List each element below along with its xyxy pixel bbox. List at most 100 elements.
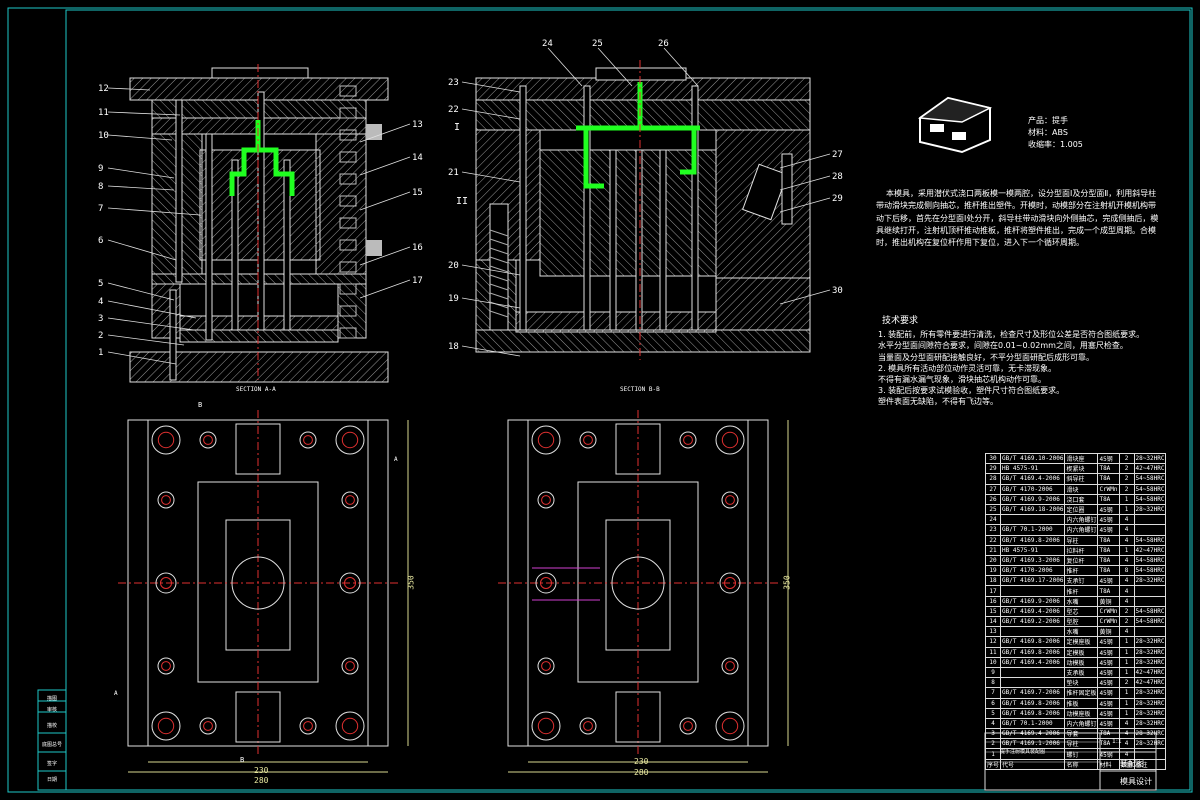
bom-cell: 45钢 bbox=[1097, 717, 1120, 730]
bom-cell: 2 bbox=[1118, 615, 1135, 628]
bolt-hole-inner bbox=[345, 661, 355, 671]
bolt-hole bbox=[341, 491, 359, 509]
bom-cell: 1 bbox=[1118, 687, 1135, 699]
b-cavity bbox=[539, 149, 717, 277]
bolt-hole bbox=[679, 717, 697, 735]
bolt-hole bbox=[537, 657, 555, 675]
bom-header-cell: 数量 bbox=[1118, 758, 1135, 770]
section-a-label: SECTION A-A bbox=[236, 386, 276, 393]
b-spring-coil bbox=[489, 274, 509, 282]
cooling-channel bbox=[339, 239, 357, 251]
bolt-hole bbox=[199, 717, 217, 735]
bom-cell: 1 bbox=[1118, 636, 1135, 648]
bom-cell: 12 bbox=[984, 636, 1002, 648]
bom-cell: T8A bbox=[1097, 585, 1120, 597]
bom-cell: 28~32HRC bbox=[1133, 575, 1167, 587]
b-spring-coil bbox=[489, 283, 509, 291]
slide-bottom bbox=[235, 691, 281, 743]
requirements-title: 技术要求 bbox=[882, 316, 919, 326]
b-slide bbox=[715, 277, 811, 331]
bolt-hole-inner bbox=[725, 661, 735, 671]
b-pin bbox=[635, 149, 643, 331]
bolt-hole bbox=[679, 431, 697, 449]
b-spring-coil bbox=[489, 292, 509, 300]
bolt-hole-inner bbox=[725, 495, 735, 505]
technical-requirements: 技术要求 1. 装配前，所有零件要进行清洗，检查尺寸及形位公差是否符合图纸要求。… bbox=[878, 316, 1158, 408]
bom-cell: 内六角螺钉 bbox=[1064, 524, 1099, 536]
bom-cell: 45钢 bbox=[1097, 707, 1120, 719]
part-number-28: 28 bbox=[832, 172, 843, 182]
bolt-hole-inner bbox=[344, 577, 356, 589]
bolt-hole-inner bbox=[537, 431, 555, 449]
bom-cell: 导柱 bbox=[1064, 534, 1099, 546]
bom-cell: 2 bbox=[1118, 677, 1135, 689]
leader-line bbox=[779, 289, 831, 305]
cooling-channel bbox=[339, 261, 357, 273]
bom-cell: 45钢 bbox=[1097, 748, 1120, 760]
product-shrinkage: 收缩率：1.005 bbox=[1028, 140, 1083, 149]
bom-cell: 4 bbox=[1118, 514, 1135, 526]
leader-line bbox=[461, 108, 521, 120]
bom-cell: GB/T 4169.9-2006 bbox=[1000, 595, 1066, 607]
ejector-pin bbox=[205, 133, 213, 341]
b-spring-coil bbox=[489, 265, 509, 273]
bottom-clamp-plate bbox=[129, 351, 389, 383]
bom-cell: 29 bbox=[984, 463, 1002, 475]
product-top bbox=[917, 97, 993, 123]
bom-cell: 28 bbox=[984, 473, 1002, 485]
bom-cell: 2 bbox=[1118, 463, 1135, 475]
bolt-hole-inner bbox=[345, 495, 355, 505]
part-number-19: 19 bbox=[448, 294, 459, 304]
section-b-label: SECTION B-B bbox=[620, 386, 660, 393]
bom-cell: 45钢 bbox=[1097, 646, 1120, 658]
bom-cell: GB/T 4169.3-2006 bbox=[1000, 554, 1066, 567]
bom-cell: 1 bbox=[1118, 544, 1135, 556]
leader-line bbox=[779, 197, 831, 213]
bom-cell: 导柱 bbox=[1064, 738, 1099, 750]
ejector-plate bbox=[179, 329, 339, 343]
working-description: 本模具，采用潜伏式浇口两板模一模两腔，设分型面Ⅰ及分型面Ⅱ，利用斜导柱带动滑块完… bbox=[876, 189, 1159, 248]
parting-label-1: I bbox=[454, 122, 461, 133]
bom-cell: 45钢 bbox=[1097, 503, 1120, 516]
bolt-hole bbox=[299, 717, 317, 735]
bom-cell: 动模板 bbox=[1064, 656, 1099, 668]
bom-cell: CrWMn bbox=[1097, 605, 1120, 618]
part-number-26: 26 bbox=[658, 39, 669, 49]
leader-line bbox=[461, 297, 521, 309]
part-number-22: 22 bbox=[448, 105, 459, 115]
ejector-pin bbox=[169, 289, 177, 381]
b-locating-ring bbox=[595, 67, 687, 81]
part-number-27: 27 bbox=[832, 150, 843, 160]
cut-marker-b-top: B bbox=[198, 401, 203, 409]
b-pin bbox=[659, 149, 667, 331]
product-name: 产品：提手 bbox=[1028, 116, 1068, 125]
bom-cell: GB/T 4169.8-2006 bbox=[1000, 646, 1066, 658]
bolt-hole bbox=[579, 717, 597, 735]
bom-cell: 28~32HRC bbox=[1133, 503, 1167, 516]
bom-cell: 54~58HRC bbox=[1133, 473, 1167, 485]
bom-cell: 45钢 bbox=[1097, 666, 1120, 679]
part-number-21: 21 bbox=[448, 168, 459, 178]
bolt-hole-inner bbox=[541, 495, 551, 505]
bom-cell bbox=[1000, 677, 1066, 689]
bom-cell bbox=[1133, 585, 1167, 597]
bolt-hole bbox=[535, 572, 557, 594]
part-number-4: 4 bbox=[98, 297, 103, 307]
part-number-1: 1 bbox=[98, 348, 103, 358]
bom-cell: T8A bbox=[1097, 554, 1120, 567]
bom-cell: HB 4575-91 bbox=[1000, 544, 1066, 556]
bom-cell: 浇口套 bbox=[1064, 493, 1099, 505]
bom-cell: 4 bbox=[1118, 595, 1135, 607]
bolt-hole-inner bbox=[303, 721, 313, 731]
strip-cell: 底图总号 bbox=[41, 742, 62, 748]
